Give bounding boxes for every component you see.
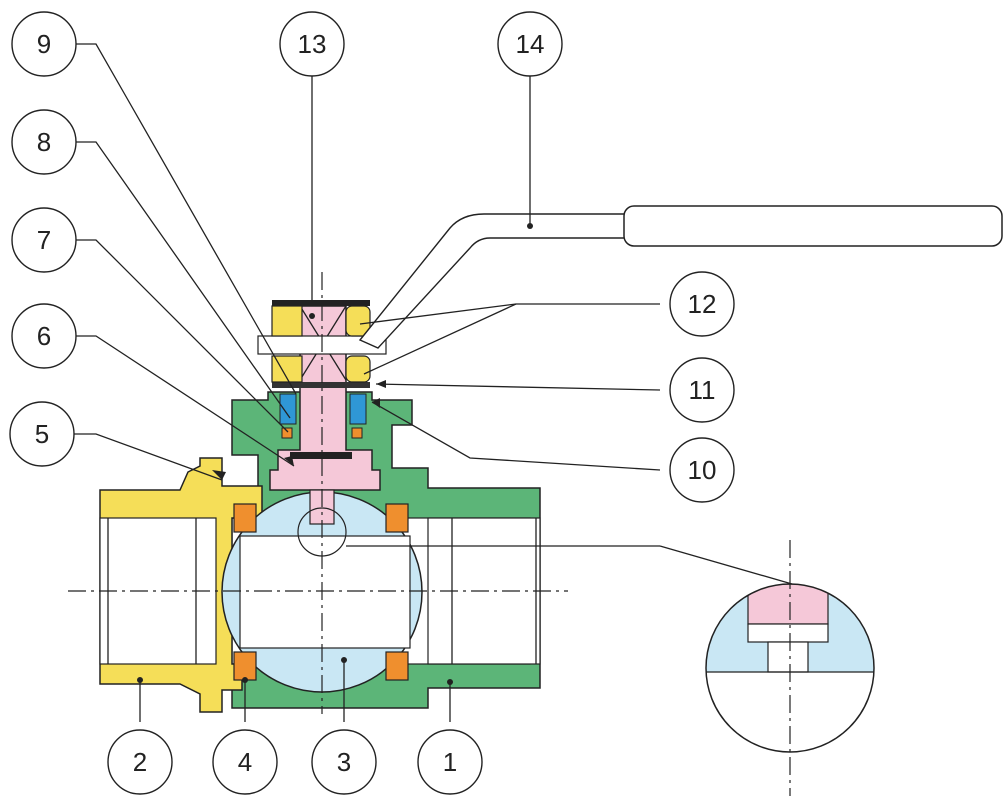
callout-8: 8 <box>11 109 77 175</box>
callout-2-label: 2 <box>133 747 147 777</box>
callout-4-label: 4 <box>238 747 252 777</box>
callout-1: 1 <box>417 729 483 795</box>
callout-3-label: 3 <box>337 747 351 777</box>
detail-reference-circle <box>297 507 347 557</box>
packing-right <box>349 393 367 425</box>
callout-4: 4 <box>212 729 278 795</box>
gland-left <box>281 427 293 439</box>
callout-9: 9 <box>11 11 77 77</box>
callout-8-label: 8 <box>37 127 51 157</box>
callout-10: 10 <box>669 437 735 503</box>
callout-12: 12 <box>669 271 735 337</box>
seat-lower-left <box>233 651 257 681</box>
callout-11-label: 11 <box>689 375 716 405</box>
ball-bore <box>239 535 411 649</box>
callout-2: 2 <box>107 729 173 795</box>
leader-lines <box>74 43 661 722</box>
packing-left <box>279 393 297 425</box>
callout-13: 13 <box>279 11 345 77</box>
callout-6: 6 <box>11 303 77 369</box>
detail-view <box>705 540 875 796</box>
seat-upper-right <box>385 503 409 533</box>
callout-5-label: 5 <box>35 419 49 449</box>
callout-7: 7 <box>11 207 77 273</box>
callout-3: 3 <box>311 729 377 795</box>
callout-9-label: 9 <box>37 29 51 59</box>
callout-5: 5 <box>9 401 75 467</box>
callout-11: 11 <box>669 357 735 423</box>
nut-top <box>271 300 371 337</box>
handle-grip <box>623 205 1003 247</box>
callout-12-label: 12 <box>688 289 717 319</box>
thrust-washer <box>290 452 352 459</box>
stem <box>269 305 381 491</box>
washer-11 <box>272 382 370 388</box>
seat-upper-left <box>233 503 257 533</box>
seat-lower-right <box>385 651 409 681</box>
callout-7-label: 7 <box>37 225 51 255</box>
callout-13-label: 13 <box>298 29 327 59</box>
leader-dots <box>137 223 533 685</box>
callout-14: 14 <box>497 11 563 77</box>
callout-6-label: 6 <box>37 321 51 351</box>
handle-arm <box>358 213 629 349</box>
callout-1-label: 1 <box>443 747 457 777</box>
gland-right <box>351 427 363 439</box>
callout-10-label: 10 <box>688 455 717 485</box>
callout-14-label: 14 <box>516 29 545 59</box>
